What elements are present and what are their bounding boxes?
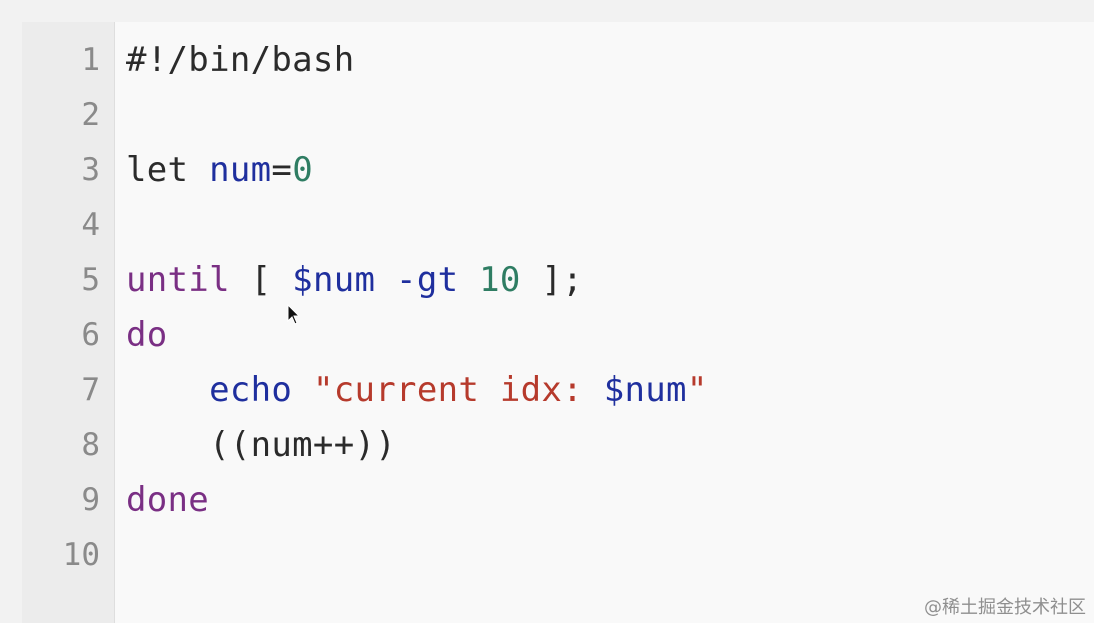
code-token: "current idx: [312,370,604,410]
code-text: do [126,308,168,363]
code-token [292,370,313,410]
code-token: = [271,150,293,190]
code-line[interactable]: 8 ((num++)) [22,418,1094,473]
line-number: 4 [81,207,100,243]
code-token: $num [292,260,376,300]
code-token: let [126,150,210,190]
code-line[interactable]: 2 [22,88,1094,143]
code-token: [ [250,260,293,300]
code-token: -gt [396,260,459,300]
code-token: do [126,315,168,355]
code-token: 10 [479,260,521,300]
line-number: 1 [81,42,100,78]
line-number: 3 [81,152,100,188]
line-number: 2 [81,97,100,133]
watermark: @稀土掘金技术社区 [924,597,1086,618]
code-token: ]; [520,260,583,300]
code-text: #!/bin/bash [126,33,354,88]
code-line[interactable]: 6 do [22,308,1094,363]
code-text: let num=0 [126,143,313,198]
code-editor[interactable]: 1 #!/bin/bash 2 3 let num=0 4 5 until [ $num -g… [22,22,1094,623]
code-token: ((num++)) [126,425,397,465]
code-text: until [ $num -gt 10 ]; [126,253,583,308]
line-number: 9 [81,482,100,518]
code-token: num [209,150,272,190]
code-token: $num [603,370,687,410]
code-text: done [126,473,209,528]
code-line[interactable]: 9 done [22,473,1094,528]
code-token [375,260,396,300]
line-number: 5 [81,262,100,298]
code-text: ((num++)) [126,418,396,473]
line-number: 6 [81,317,100,353]
code-area[interactable] [115,22,1094,623]
code-line[interactable]: 3 let num=0 [22,143,1094,198]
line-number-gutter [22,22,115,623]
code-line[interactable]: 7 echo "current idx: $num" [22,363,1094,418]
code-text: echo "current idx: $num" [126,363,708,418]
code-token: until [126,260,251,300]
code-token: echo [209,370,293,410]
code-token [458,260,479,300]
line-number: 10 [62,537,100,573]
line-number: 8 [81,427,100,463]
code-line[interactable]: 4 [22,198,1094,253]
code-token: " [686,370,708,410]
code-token [126,370,209,410]
code-line[interactable]: 5 until [ $num -gt 10 ]; [22,253,1094,308]
code-line[interactable]: 10 [22,528,1094,583]
line-number: 7 [81,372,100,408]
code-token: #!/bin/bash [126,40,355,80]
code-token: done [126,480,210,520]
code-token: 0 [292,150,313,190]
code-line[interactable]: 1 #!/bin/bash [22,33,1094,88]
mouse-pointer-icon [287,304,301,325]
